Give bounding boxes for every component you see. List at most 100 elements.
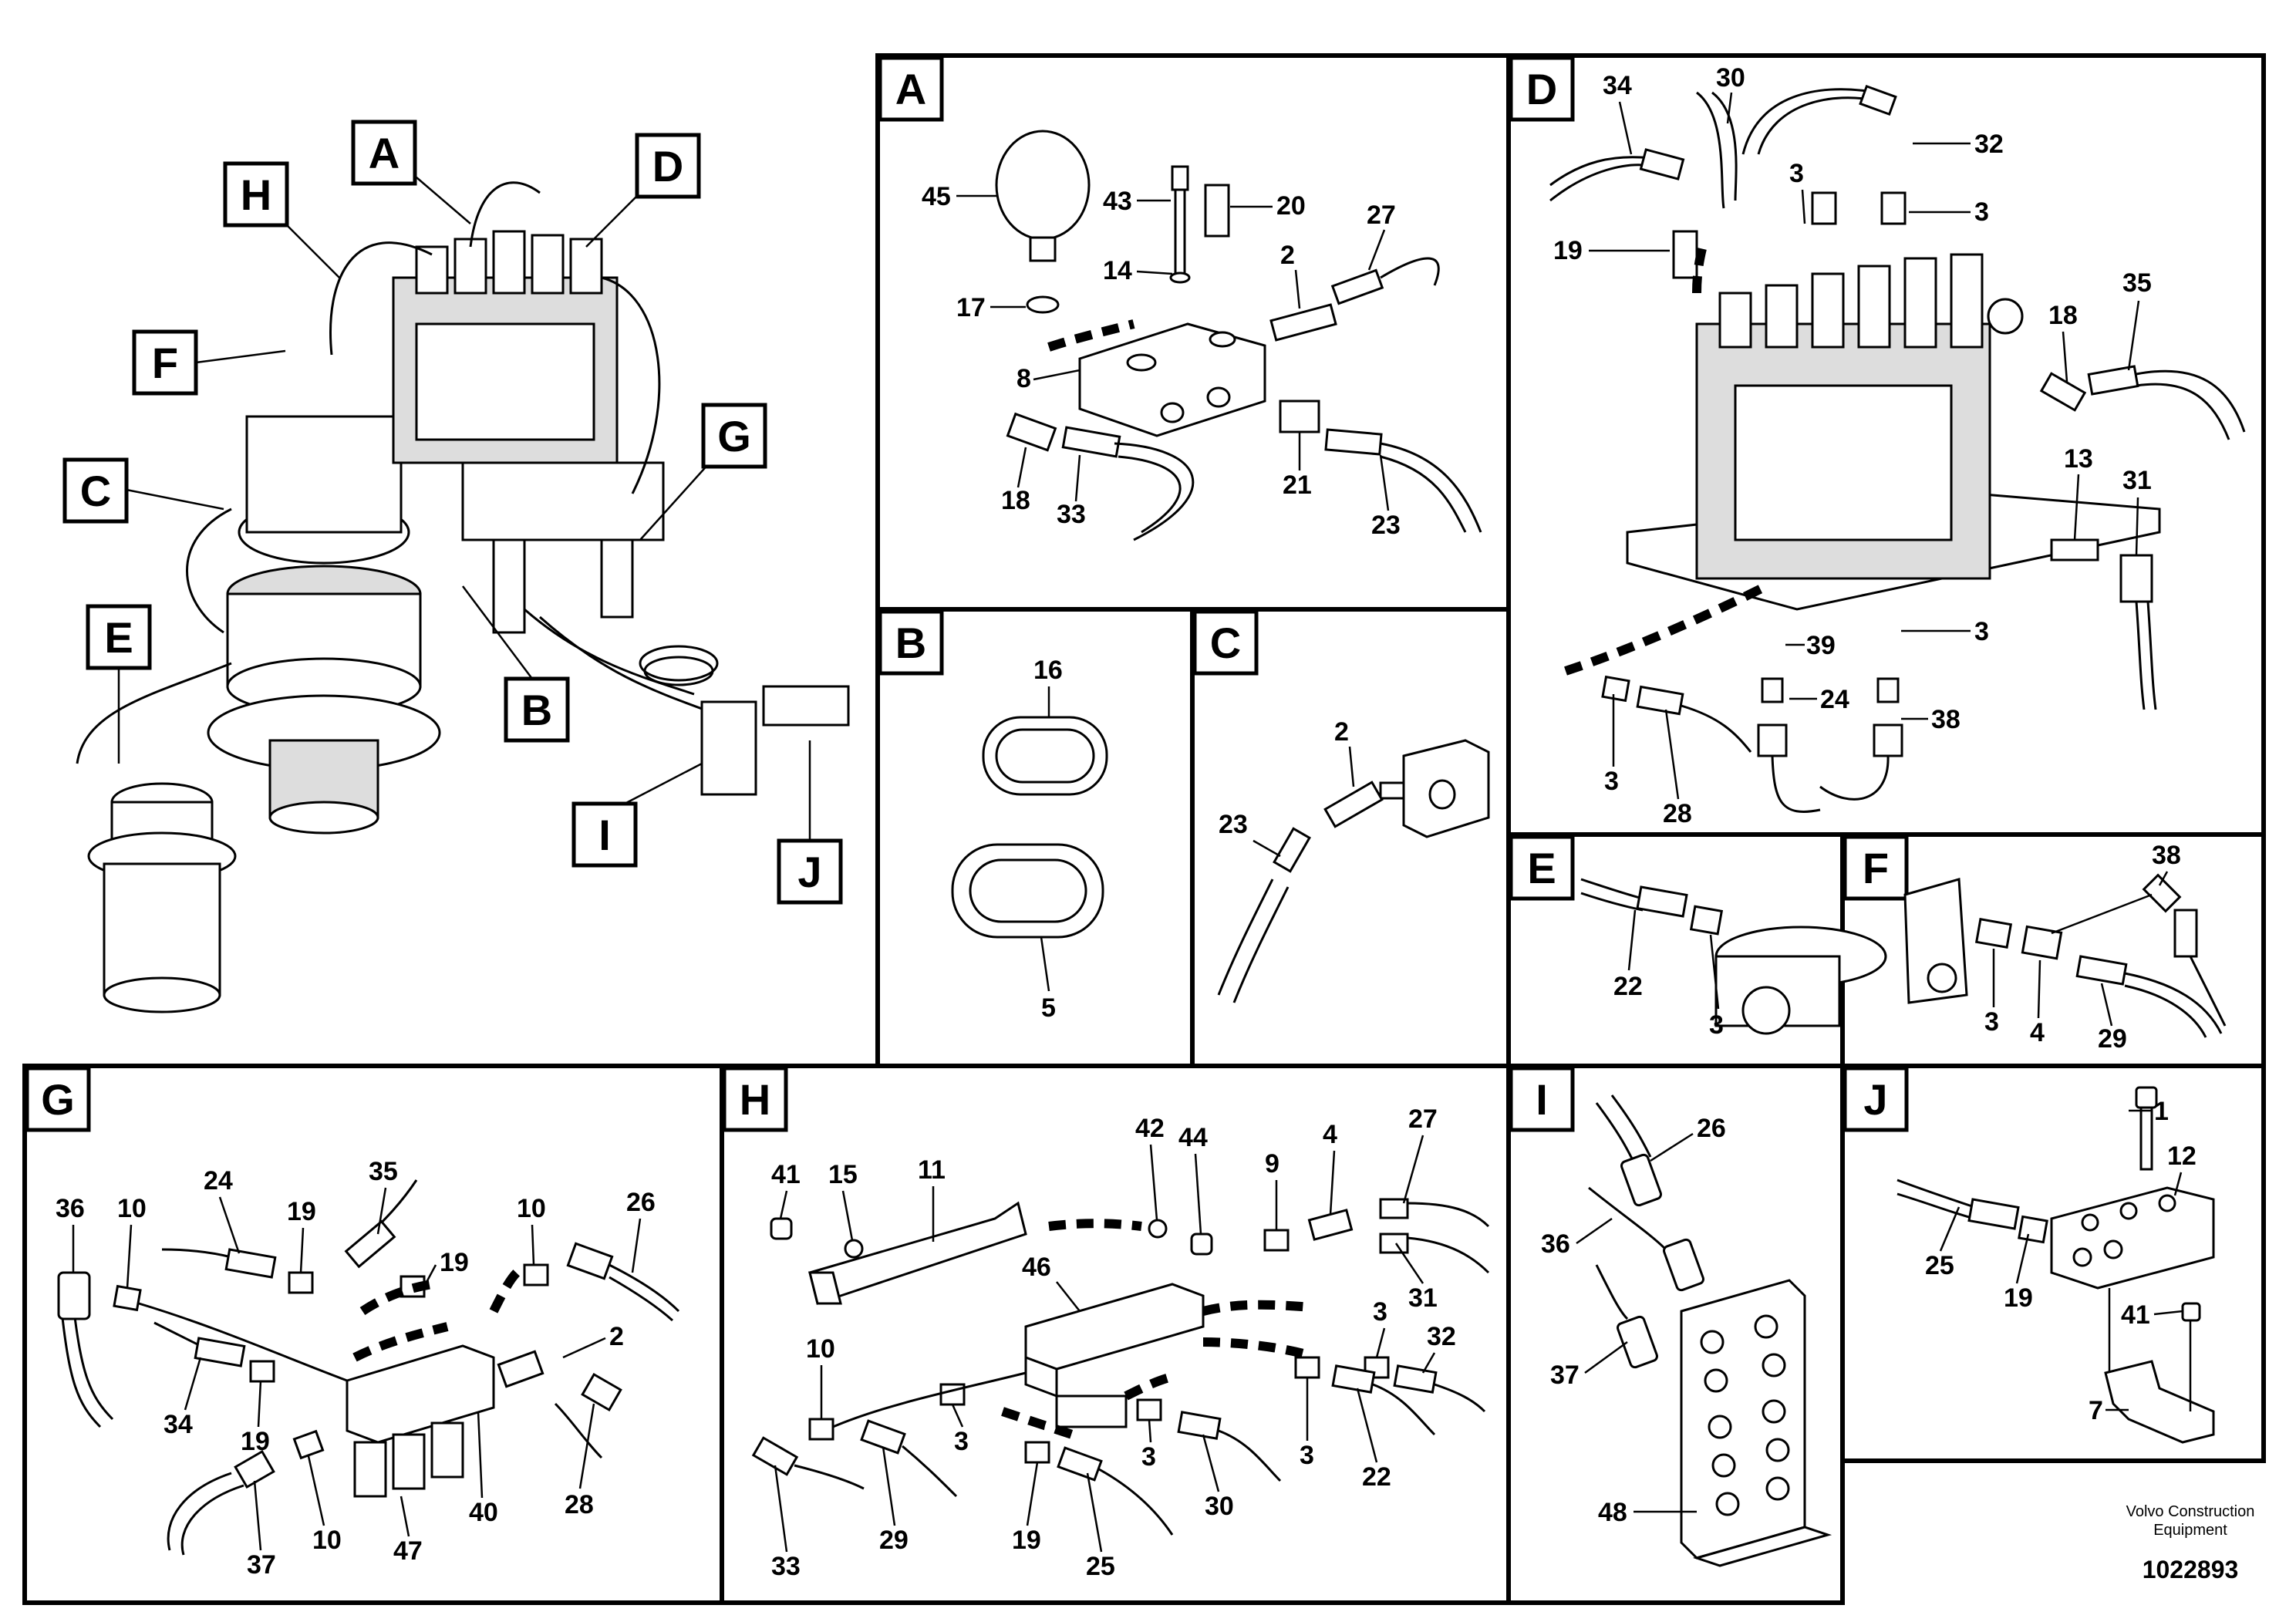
callout-number: 28 bbox=[565, 1490, 594, 1519]
overview-callout-f: F bbox=[132, 329, 286, 396]
panel-g-callouts: 36 10 24 19 35 10 26 19 34 19 2 37 10 47… bbox=[56, 1157, 656, 1580]
panel-h-callouts: 41 15 11 42 44 9 4 27 46 31 10 3 32 3 3 … bbox=[771, 1104, 1456, 1581]
overview-callout-h: H bbox=[223, 161, 340, 278]
callout-number: 3 bbox=[1604, 767, 1619, 796]
callout-number: 15 bbox=[828, 1160, 858, 1189]
view-letter: A bbox=[369, 129, 400, 177]
callout-number: 16 bbox=[1033, 656, 1063, 685]
callout-number: 28 bbox=[1663, 799, 1692, 828]
panel-letter-b: B bbox=[878, 609, 944, 676]
callout-number: 19 bbox=[241, 1427, 270, 1456]
callout-number: 24 bbox=[204, 1166, 233, 1195]
overview-callout-d: D bbox=[585, 133, 701, 248]
view-letter: I bbox=[1536, 1075, 1548, 1124]
view-letter: J bbox=[1863, 1075, 1887, 1124]
panel-j-callouts: 1 12 25 19 41 7 bbox=[1925, 1097, 2197, 1425]
panel-j-drawing bbox=[1896, 1086, 2215, 1444]
panel-b-drawing bbox=[951, 716, 1108, 939]
callout-number: 4 bbox=[1323, 1120, 1337, 1149]
callout-number: 10 bbox=[312, 1526, 342, 1555]
callout-number: 37 bbox=[247, 1550, 276, 1580]
callout-number: 3 bbox=[954, 1427, 969, 1456]
callout-number: 30 bbox=[1205, 1492, 1234, 1521]
callout-number: 10 bbox=[517, 1194, 546, 1223]
callout-number: 19 bbox=[287, 1197, 316, 1226]
panel-e-drawing bbox=[1580, 878, 1887, 1035]
panel-c-callouts: 2 23 bbox=[1219, 717, 1355, 858]
callout-number: 27 bbox=[1408, 1104, 1438, 1134]
view-letter: D bbox=[1526, 65, 1557, 113]
panel-i-callouts: 26 36 37 48 bbox=[1541, 1114, 1726, 1527]
panel-letter-h: H bbox=[722, 1066, 788, 1132]
callout-number: 22 bbox=[1613, 972, 1643, 1001]
callout-number: 37 bbox=[1550, 1361, 1580, 1390]
callout-number: 19 bbox=[440, 1248, 469, 1277]
callout-number: 29 bbox=[879, 1526, 909, 1555]
drawing-number: 1022893 bbox=[2143, 1556, 2239, 1583]
callout-number: 21 bbox=[1283, 470, 1312, 500]
callout-number: 20 bbox=[1276, 191, 1306, 221]
callout-number: 33 bbox=[771, 1552, 801, 1581]
callout-number: 10 bbox=[806, 1334, 835, 1364]
view-letter: E bbox=[1527, 844, 1556, 892]
callout-number: 24 bbox=[1820, 685, 1849, 714]
callout-number: 29 bbox=[2098, 1024, 2127, 1054]
view-letter: J bbox=[797, 848, 821, 896]
callout-number: 3 bbox=[1141, 1442, 1156, 1472]
view-letter: F bbox=[1863, 844, 1889, 892]
overview-callout-j: J bbox=[777, 740, 843, 905]
callout-number: 12 bbox=[2167, 1141, 2197, 1171]
panel-e-callouts: 22 3 bbox=[1613, 909, 1724, 1040]
callout-number: 14 bbox=[1103, 256, 1132, 285]
view-letter: B bbox=[895, 619, 926, 667]
view-letter: B bbox=[521, 686, 552, 734]
callout-number: 2 bbox=[1334, 717, 1349, 747]
callout-number: 41 bbox=[771, 1160, 801, 1189]
callout-number: 8 bbox=[1017, 364, 1031, 393]
overview-callout-c: C bbox=[62, 457, 224, 524]
overview-callout-i: I bbox=[571, 762, 703, 868]
view-letter: I bbox=[598, 811, 611, 859]
callout-number: 5 bbox=[1041, 993, 1056, 1023]
callout-number: 34 bbox=[1603, 71, 1632, 100]
callout-number: 19 bbox=[1553, 236, 1583, 265]
callout-number: 25 bbox=[1086, 1552, 1115, 1581]
overview-callout-a: A bbox=[351, 120, 471, 224]
callout-number: 33 bbox=[1057, 500, 1086, 529]
callout-number: 36 bbox=[56, 1194, 85, 1223]
callout-number: 3 bbox=[1974, 617, 1989, 646]
callout-number: 1 bbox=[2154, 1097, 2169, 1126]
callout-number: 9 bbox=[1265, 1149, 1279, 1179]
callout-number: 42 bbox=[1135, 1114, 1165, 1143]
callout-number: 30 bbox=[1716, 63, 1745, 93]
callout-number: 3 bbox=[1974, 197, 1989, 227]
panel-letter-f: F bbox=[1843, 835, 1909, 901]
manifold-ports bbox=[1700, 1314, 1790, 1516]
view-letter: F bbox=[152, 339, 178, 387]
callout-number: 40 bbox=[469, 1498, 498, 1527]
callout-number: 17 bbox=[956, 293, 986, 322]
callout-number: 18 bbox=[2048, 301, 2078, 330]
callout-number: 11 bbox=[918, 1155, 946, 1185]
callout-number: 35 bbox=[369, 1157, 398, 1186]
callout-number: 31 bbox=[1408, 1283, 1438, 1313]
callout-number: 38 bbox=[2152, 841, 2181, 870]
callout-number: 26 bbox=[1697, 1114, 1726, 1143]
callout-number: 36 bbox=[1541, 1229, 1570, 1259]
panel-i-drawing bbox=[1588, 1094, 1832, 1567]
panel-letter-a: A bbox=[878, 56, 944, 122]
callout-number: 3 bbox=[1984, 1007, 1999, 1037]
overview-callout-e: E bbox=[86, 604, 152, 764]
callout-number: 39 bbox=[1806, 631, 1836, 660]
callout-number: 23 bbox=[1219, 810, 1248, 839]
callout-number: 18 bbox=[1001, 486, 1030, 515]
panel-b-callouts: 16 5 bbox=[1033, 656, 1063, 1023]
panel-d-drawing bbox=[1549, 84, 2246, 813]
overview-assembly bbox=[76, 181, 850, 1013]
callout-number: 3 bbox=[1789, 159, 1804, 188]
callout-number: 10 bbox=[117, 1194, 147, 1223]
callout-number: 34 bbox=[164, 1410, 193, 1439]
panel-f-callouts: 38 3 4 29 bbox=[1984, 841, 2181, 1054]
panel-frames bbox=[22, 53, 2266, 1605]
